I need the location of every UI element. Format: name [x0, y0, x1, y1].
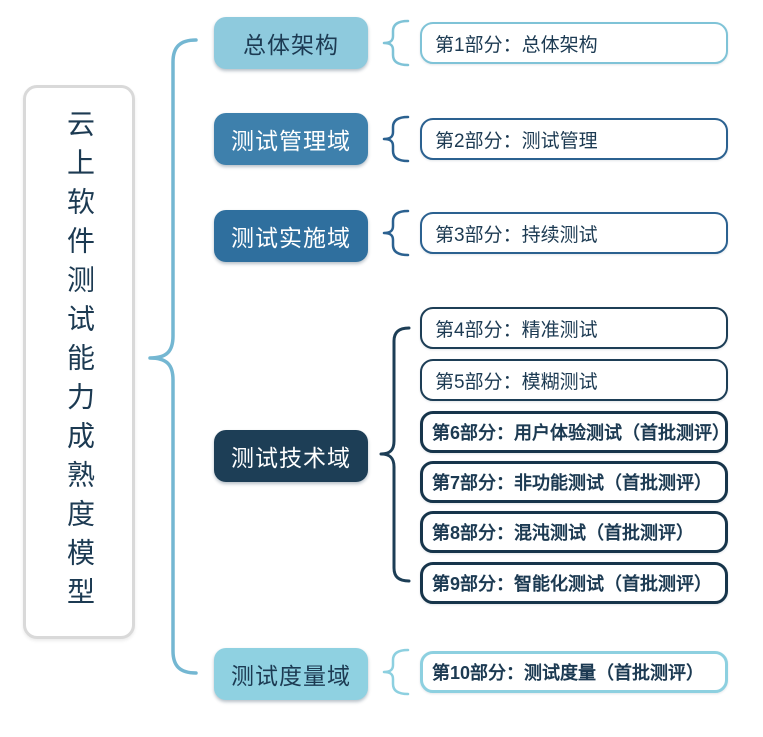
item-label: 第10部分：测试度量（首批测评）	[432, 663, 705, 683]
category-label: 总体架构	[243, 32, 339, 58]
category-label: 测试实施域	[231, 225, 351, 251]
item-node-part5: 第5部分：模糊测试	[420, 359, 728, 401]
category-node-test-measurement: 测试度量域	[214, 648, 368, 700]
item-label: 第6部分：用户体验测试（首批测评）	[432, 423, 731, 443]
item-label: 第8部分：混沌测试（首批测评）	[432, 523, 695, 543]
item-label: 第5部分：模糊测试	[435, 371, 598, 393]
item-label: 第1部分：总体架构	[435, 34, 598, 56]
item-node-part3: 第3部分：持续测试	[420, 212, 728, 254]
category-node-test-technology: 测试技术域	[214, 430, 368, 482]
brace-test-implementation	[382, 209, 410, 257]
item-label: 第9部分：智能化测试（首批测评）	[432, 574, 713, 594]
item-node-part4: 第4部分：精准测试	[420, 307, 728, 349]
item-node-part9: 第9部分：智能化测试（首批测评）	[420, 562, 728, 604]
category-label: 测试技术域	[231, 445, 351, 471]
category-node-test-implementation: 测试实施域	[214, 210, 368, 262]
category-node-test-management: 测试管理域	[214, 113, 368, 165]
category-label: 测试度量域	[231, 663, 351, 689]
item-label: 第4部分：精准测试	[435, 319, 598, 341]
item-node-part7: 第7部分：非功能测试（首批测评）	[420, 461, 728, 503]
item-node-part1: 第1部分：总体架构	[420, 22, 728, 64]
brace-overall-architecture	[382, 19, 410, 67]
item-label: 第3部分：持续测试	[435, 224, 598, 246]
category-node-overall-architecture: 总体架构	[214, 17, 368, 69]
brace-test-measurement	[382, 648, 410, 696]
brace-test-technology	[379, 326, 411, 583]
item-node-part6: 第6部分：用户体验测试（首批测评）	[420, 411, 731, 453]
item-node-part8: 第8部分：混沌测试（首批测评）	[420, 511, 728, 553]
category-label: 测试管理域	[231, 128, 351, 154]
item-node-part2: 第2部分：测试管理	[420, 118, 728, 160]
item-label: 第2部分：测试管理	[435, 130, 598, 152]
brace-test-management	[382, 115, 410, 163]
item-label: 第7部分：非功能测试（首批测评）	[432, 473, 713, 493]
item-node-part10: 第10部分：测试度量（首批测评）	[420, 651, 728, 693]
root-title: 云上软件测试能力成熟度模型	[64, 108, 95, 616]
main-brace	[148, 38, 198, 675]
root-title-box: 云上软件测试能力成熟度模型	[23, 85, 135, 639]
